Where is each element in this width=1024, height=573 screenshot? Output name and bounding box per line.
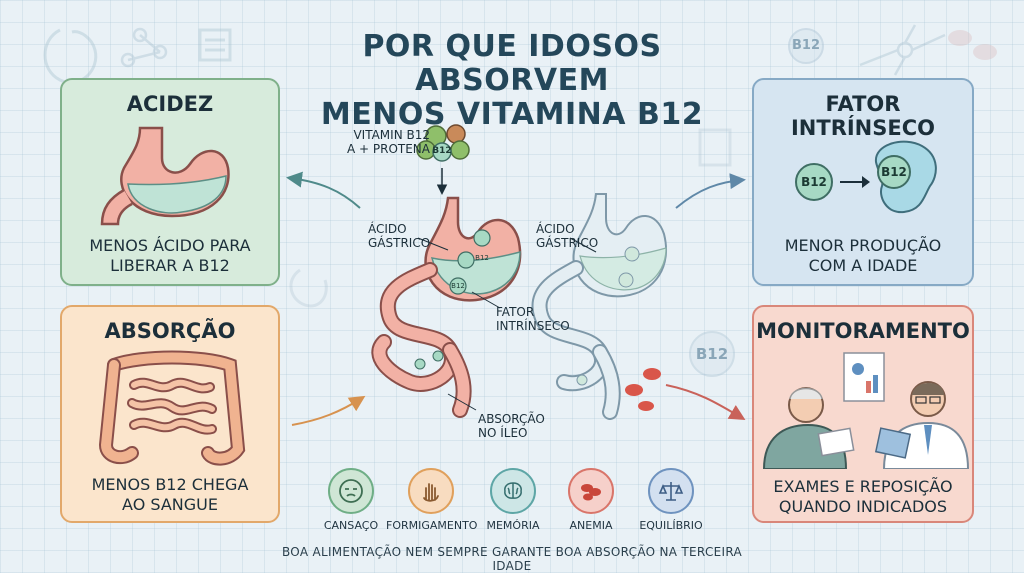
title-line-1: POR QUE IDOSOS ABSORVEM (362, 29, 662, 98)
food-b12-badge: B12 (432, 146, 452, 156)
title-b12-bubble: B12 (792, 38, 820, 53)
symptom-equilibrio: EQUILÍBRIO (639, 468, 703, 532)
acidez-text: MENOS ÁCIDO PARA LIBERAR A B12 (89, 236, 251, 275)
monitoramento-text: EXAMES E REPOSIÇÃO QUANDO INDICADOS (773, 477, 953, 516)
stomach-illustration (100, 126, 230, 226)
brain-icon (490, 468, 536, 514)
stomach-b12-dot-label: B12 (451, 282, 465, 290)
food-protein-icon (416, 124, 470, 162)
ileum-absorption-label: ABSORÇÃO NO ÍLEO (478, 412, 545, 440)
doctor-patient-illustration (762, 352, 970, 469)
intestine-illustration (98, 350, 246, 466)
absorcao-text: MENOS B12 CHEGA AO SANGUE (91, 475, 249, 514)
floating-b12-bubble: B12 (695, 345, 729, 363)
symptom-cansaco: CANSAÇO (324, 468, 378, 532)
fator-intrinseco-panel: FATOR INTRÍNSECO B12 B12 MENOR PRODUÇÃO … (752, 78, 974, 286)
bg-b12-bubble-icon (689, 331, 735, 377)
fator-title: FATOR INTRÍNSECO (790, 92, 935, 140)
acid-right-label: ÁCIDO GÁSTRICO (536, 222, 599, 250)
tingling-hand-icon (408, 468, 454, 514)
red-blood-cells-icon (568, 468, 614, 514)
balance-scale-icon (648, 468, 694, 514)
absorcao-panel: ABSORÇÃO MENOS B12 CHEGA AO SANGUE (60, 305, 280, 523)
monitoramento-title: MONITORAMENTO (756, 319, 970, 343)
monitoramento-panel: MONITORAMENTO EXAMES E REPOSIÇÃO QUANDO … (752, 305, 974, 523)
stomach-b12-dot-label: B12 (475, 254, 489, 262)
b12-bound-badge: B12 (881, 165, 907, 179)
footer-note: BOA ALIMENTAÇÃO NEM SEMPRE GARANTE BOA A… (281, 545, 743, 573)
acidez-title: ACIDEZ (126, 92, 214, 116)
bg-neuron-icon (859, 24, 946, 76)
page-title: POR QUE IDOSOS ABSORVEM MENOS VITAMINA B… (262, 30, 762, 132)
intrinsic-factor-binding-illustration (795, 140, 937, 214)
symptom-label: EQUILÍBRIO (639, 519, 703, 532)
bg-stomach-icon (289, 128, 732, 308)
symptom-label: ANEMIA (569, 519, 613, 532)
bg-intestine-icon (198, 28, 232, 62)
title-line-2: MENOS VITAMINA B12 (320, 97, 704, 132)
symptom-formigamento: FORMIGAMENTO (386, 468, 477, 532)
food-label: VITAMIN B12 A + PROTENA (346, 128, 430, 156)
tired-face-icon (328, 468, 374, 514)
symptom-label: CANSAÇO (323, 519, 379, 532)
symptom-memoria: MEMÓRIA (486, 468, 540, 532)
symptom-label: MEMÓRIA (486, 519, 540, 532)
acidez-panel: ACIDEZ MENOS ÁCIDO PARA LIBERAR A B12 (60, 78, 280, 286)
acid-left-label: ÁCIDO GÁSTRICO (368, 222, 431, 250)
symptom-anemia: ANEMIA (566, 468, 616, 532)
bg-blood-cells-icon (948, 30, 997, 60)
intrinsic-factor-label: FATOR INTRÍNSECO (496, 305, 570, 333)
bg-molecule-icon (120, 27, 168, 68)
bg-b12-bubble-icon (788, 28, 824, 64)
symptom-label: FORMIGAMENTO (386, 519, 478, 532)
absorcao-title: ABSORÇÃO (104, 319, 236, 343)
fator-text: MENOR PRODUÇÃO COM A IDADE (784, 236, 942, 275)
digestive-tract-diagram (371, 124, 667, 420)
b12-free-badge: B12 (801, 175, 827, 189)
bg-stomach-icon (43, 28, 98, 85)
